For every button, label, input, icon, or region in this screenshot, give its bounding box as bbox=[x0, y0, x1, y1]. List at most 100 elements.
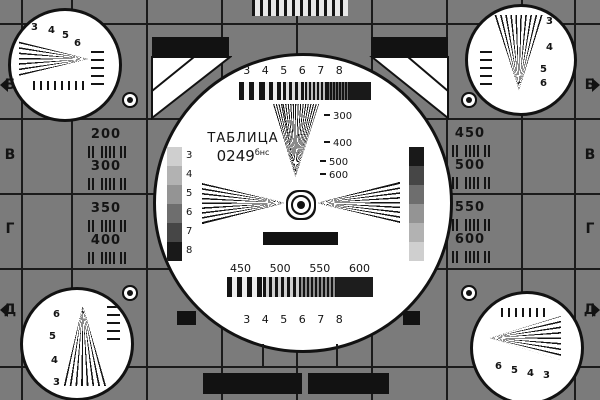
tick-group bbox=[88, 146, 96, 158]
line-burst bbox=[88, 252, 128, 264]
tick-mark bbox=[82, 81, 84, 90]
line-burst bbox=[88, 220, 128, 232]
row-label-left: В bbox=[4, 147, 16, 163]
panel-freq-label: 550 bbox=[454, 200, 486, 215]
tick-mark bbox=[47, 81, 49, 90]
fan-label: 6 bbox=[495, 361, 502, 372]
wedge-freq-label: 400 bbox=[324, 139, 352, 149]
resolution-fan-icon bbox=[63, 304, 107, 386]
grid-line bbox=[0, 366, 600, 368]
tick-group bbox=[452, 251, 460, 263]
grid-line bbox=[336, 344, 338, 368]
lower-freq-label: 550 bbox=[309, 262, 331, 275]
fan-label: 5 bbox=[62, 30, 69, 41]
tick-group bbox=[101, 146, 115, 158]
line-burst bbox=[88, 146, 128, 158]
gray-step bbox=[167, 147, 182, 166]
wedge-freq-label: 500 bbox=[320, 158, 348, 168]
black-block bbox=[152, 37, 229, 56]
bottom-burst-labels: 3 4 5 6 7 8 bbox=[243, 313, 347, 326]
tick-group bbox=[452, 145, 460, 157]
fan-label: 3 bbox=[31, 22, 38, 33]
row-label-right: Б bbox=[584, 77, 596, 93]
burst-segment bbox=[283, 82, 305, 100]
card-title: ТАБЛИЦА bbox=[207, 131, 279, 146]
dash-mark bbox=[480, 59, 492, 61]
gray-step bbox=[409, 204, 424, 223]
gray-step bbox=[409, 147, 424, 166]
resolution-fan-icon bbox=[489, 316, 561, 360]
fan-label: 3 bbox=[543, 370, 550, 381]
diagonal-triangle-left bbox=[151, 56, 232, 121]
edge-arrow-icon bbox=[592, 303, 600, 317]
row-label-left: Г bbox=[5, 221, 15, 237]
fan-label: 6 bbox=[540, 78, 547, 89]
row-label-right: В bbox=[584, 147, 596, 163]
panel-freq-label: 600 bbox=[454, 232, 486, 247]
tick-mark bbox=[522, 308, 524, 317]
corner-circle-top-right: 3 4 5 6 bbox=[465, 4, 577, 116]
convergence-fan-right-icon bbox=[316, 180, 400, 226]
fan-label: 4 bbox=[546, 42, 553, 53]
row-label-left: Б bbox=[4, 77, 16, 93]
burst-segment bbox=[336, 277, 373, 297]
edge-arrow-icon bbox=[0, 78, 8, 92]
burst-segment bbox=[227, 277, 263, 297]
gray-step bbox=[409, 223, 424, 242]
dash-mark bbox=[107, 306, 120, 308]
gray-scale-left bbox=[167, 147, 182, 261]
wedge-freq-label: 600 bbox=[320, 171, 348, 181]
tick-group bbox=[88, 178, 96, 190]
tick-group bbox=[101, 252, 115, 264]
fan-label: 4 bbox=[48, 25, 55, 36]
fan-label: 3 bbox=[546, 16, 553, 27]
fan-label: 5 bbox=[49, 331, 56, 342]
lower-freq-label: 500 bbox=[269, 262, 291, 275]
bottom-black-bar bbox=[308, 373, 389, 394]
dash-mark bbox=[91, 51, 104, 53]
multiburst-bar-bottom bbox=[227, 277, 373, 297]
tick-mark bbox=[508, 308, 510, 317]
dash-mark bbox=[480, 83, 492, 85]
grid-line bbox=[146, 0, 148, 400]
center-bullseye-icon bbox=[297, 201, 305, 209]
tick-group bbox=[484, 145, 492, 157]
line-burst bbox=[452, 219, 492, 231]
panel-freq-label: 450 bbox=[454, 126, 486, 141]
dash-mark bbox=[91, 83, 104, 85]
burst-segment bbox=[263, 277, 299, 297]
gray-scale-right bbox=[409, 147, 424, 261]
panel-freq-label: 200 bbox=[90, 127, 122, 142]
card-code-suffix: бнс bbox=[254, 148, 270, 157]
corner-circle-top-left: 3 4 5 6 bbox=[8, 8, 122, 122]
fan-label: 5 bbox=[540, 64, 547, 75]
multiburst-bar-top bbox=[239, 82, 371, 100]
lower-freq-label: 600 bbox=[348, 262, 370, 275]
panel-freq-label: 300 bbox=[90, 159, 122, 174]
tick-mark bbox=[529, 308, 531, 317]
gray-scale-label: 8 bbox=[186, 245, 193, 256]
burst-segment bbox=[305, 82, 327, 100]
line-burst bbox=[452, 177, 492, 189]
tick-group bbox=[465, 219, 479, 231]
tick-group bbox=[101, 220, 115, 232]
dash-mark bbox=[91, 75, 104, 77]
fan-label: 3 bbox=[53, 377, 60, 388]
gray-scale-label: 5 bbox=[186, 188, 193, 199]
edge-arrow-icon bbox=[592, 78, 600, 92]
grid-line bbox=[0, 23, 600, 25]
tick-group bbox=[452, 219, 460, 231]
dash-mark bbox=[91, 59, 104, 61]
lower-freq-row: 450 500 550 600 bbox=[230, 263, 370, 274]
grid-line bbox=[574, 0, 576, 400]
tick-mark bbox=[543, 308, 545, 317]
grid-line bbox=[71, 0, 73, 400]
black-block bbox=[403, 311, 420, 325]
black-block bbox=[371, 37, 448, 56]
tick-group bbox=[120, 252, 128, 264]
fan-label: 4 bbox=[51, 355, 58, 366]
dash-mark bbox=[107, 338, 120, 340]
gray-step bbox=[167, 242, 182, 261]
gray-step bbox=[167, 223, 182, 242]
line-burst bbox=[452, 251, 492, 263]
